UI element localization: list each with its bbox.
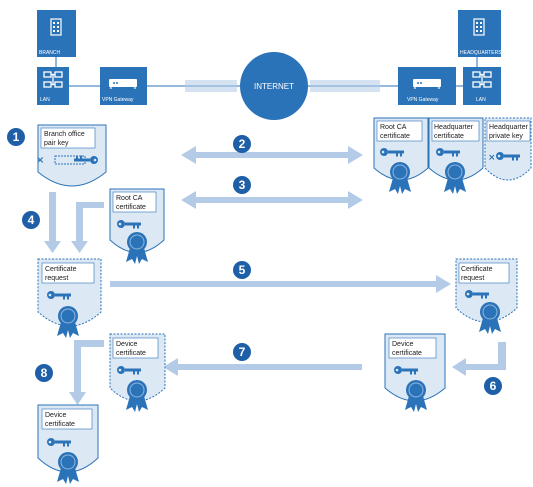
vpn-gateway-left-label: VPN Gateway — [102, 97, 134, 103]
svg-text:request: request — [45, 275, 68, 282]
svg-text:Root CA: Root CA — [116, 195, 143, 202]
connection-band-right — [310, 80, 380, 92]
headquarters-tile: HEADQUARTERS — [458, 10, 502, 57]
seal-icon — [125, 379, 149, 413]
svg-text:certificate: certificate — [116, 204, 146, 211]
svg-text:×: × — [36, 155, 44, 166]
svg-text:request: request — [461, 275, 484, 282]
root-ca-certificate-hq-card: Root CA certificate — [373, 117, 429, 195]
svg-text:Branch office: Branch office — [44, 131, 85, 138]
step-badge-2: 2 — [233, 135, 251, 153]
vpn-gateway-right-label: VPN Gateway — [407, 97, 439, 103]
device-certificate-right-card: Device certificate — [384, 333, 446, 413]
seal-icon — [404, 379, 428, 413]
seal-icon — [56, 305, 80, 339]
headquarter-private-key-card: Headquarter private key × — [484, 117, 532, 181]
step-badge-7: 7 — [233, 343, 251, 361]
seal-icon — [478, 301, 502, 335]
step-badge-6: 6 — [484, 377, 502, 395]
step-badge-8: 8 — [35, 364, 53, 382]
lan-right-tile: LAN — [463, 67, 501, 105]
arrow-step-8 — [69, 340, 104, 405]
seal-icon — [56, 451, 80, 485]
lan-left-label: LAN — [40, 97, 50, 103]
device-certificate-middle-card: Device certificate — [109, 333, 166, 413]
svg-text:5: 5 — [239, 263, 246, 277]
connection-band-left — [185, 80, 237, 92]
seal-icon — [125, 231, 149, 265]
branch-pair-key-card: Branch office pair key × — [36, 124, 107, 187]
lan-right-label: LAN — [476, 97, 486, 103]
arrow-step-7 — [163, 358, 362, 376]
svg-text:Device: Device — [392, 341, 414, 348]
svg-text:4: 4 — [28, 213, 35, 227]
svg-text:pair key: pair key — [44, 140, 69, 147]
arrow-step-3 — [181, 191, 363, 209]
svg-text:Headquarter: Headquarter — [434, 124, 474, 131]
step-badge-3: 3 — [233, 176, 251, 194]
arrow-step-5 — [110, 275, 451, 293]
arrow-step-6 — [452, 342, 506, 376]
svg-text:certificate: certificate — [392, 350, 422, 357]
certificate-request-left-card: Certificate request — [37, 258, 102, 339]
svg-text:×: × — [488, 153, 496, 163]
svg-text:certificate: certificate — [45, 421, 75, 428]
svg-text:private key: private key — [489, 133, 523, 140]
svg-text:2: 2 — [239, 137, 246, 151]
svg-text:Headquarter: Headquarter — [489, 124, 529, 131]
svg-text:certificate: certificate — [434, 133, 464, 140]
svg-text:Device: Device — [45, 412, 67, 419]
step-badge-1: 1 — [7, 128, 25, 146]
vpn-gateway-right-tile: VPN Gateway — [398, 67, 456, 105]
vpn-gateway-left-tile: VPN Gateway — [100, 67, 147, 105]
device-certificate-bottom-card: Device certificate — [37, 404, 99, 485]
svg-text:7: 7 — [239, 345, 246, 359]
svg-text:Device: Device — [116, 341, 138, 348]
root-ca-certificate-branch-card: Root CA certificate — [109, 188, 165, 265]
internet-label: INTERNET — [254, 82, 294, 91]
headquarter-certificate-card: Headquarter certificate — [428, 117, 484, 195]
certificate-request-right-card: Certificate request — [455, 258, 518, 335]
arrow-step-4 — [44, 192, 104, 253]
seal-icon — [388, 161, 412, 195]
step-badge-5: 5 — [233, 261, 251, 279]
arrow-step-2 — [181, 146, 363, 164]
headquarters-label: HEADQUARTERS — [460, 50, 502, 56]
svg-text:3: 3 — [239, 178, 246, 192]
svg-text:8: 8 — [41, 366, 48, 380]
seal-icon — [443, 161, 467, 195]
svg-text:Certificate: Certificate — [45, 266, 77, 273]
lan-left-tile: LAN — [37, 67, 69, 105]
svg-text:6: 6 — [490, 379, 497, 393]
svg-text:Certificate: Certificate — [461, 266, 493, 273]
internet-globe: INTERNET — [240, 52, 308, 120]
svg-text:certificate: certificate — [380, 133, 410, 140]
svg-text:1: 1 — [13, 130, 20, 144]
svg-text:Root CA: Root CA — [380, 124, 407, 131]
svg-text:certificate: certificate — [116, 350, 146, 357]
step-badge-4: 4 — [22, 211, 40, 229]
branch-label: BRANCH — [39, 50, 61, 56]
branch-tile: BRANCH — [37, 10, 76, 57]
